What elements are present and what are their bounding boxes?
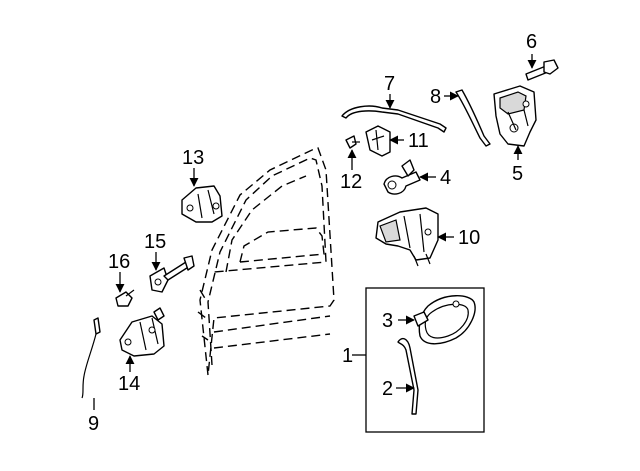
door-latch [493, 85, 537, 147]
callout-15: 15 [144, 231, 166, 253]
callout-6: 6 [526, 31, 537, 53]
door-check [149, 255, 195, 293]
mounting-bracket [365, 125, 391, 157]
door-outline [197, 147, 335, 376]
callout-9: 9 [88, 413, 99, 435]
callout-14: 14 [118, 373, 140, 395]
lock-actuator [375, 207, 439, 267]
callout-7: 7 [384, 73, 395, 95]
callout-1: 1 [342, 345, 353, 367]
callout-10: 10 [458, 227, 480, 249]
handle-assembly-box [365, 287, 485, 433]
callout-2: 2 [382, 378, 393, 400]
callout-8: 8 [430, 86, 441, 108]
check-bolt [115, 289, 135, 307]
lower-hinge [119, 307, 165, 357]
latch-bolt [525, 59, 559, 81]
handle-rod [397, 337, 419, 415]
callout-5: 5 [512, 163, 523, 185]
lock-rod [341, 105, 447, 133]
upper-hinge [181, 185, 223, 223]
release-cable [81, 317, 101, 399]
callout-3: 3 [382, 310, 393, 332]
clip-part [413, 311, 429, 327]
lock-cylinder [383, 159, 421, 195]
callout-4: 4 [440, 167, 451, 189]
callout-11: 11 [408, 130, 429, 152]
callout-12: 12 [340, 171, 362, 193]
screw [345, 135, 360, 149]
callout-16: 16 [108, 251, 130, 273]
leader-lines [93, 54, 537, 410]
release-rod [455, 89, 491, 147]
callout-13: 13 [182, 147, 204, 169]
